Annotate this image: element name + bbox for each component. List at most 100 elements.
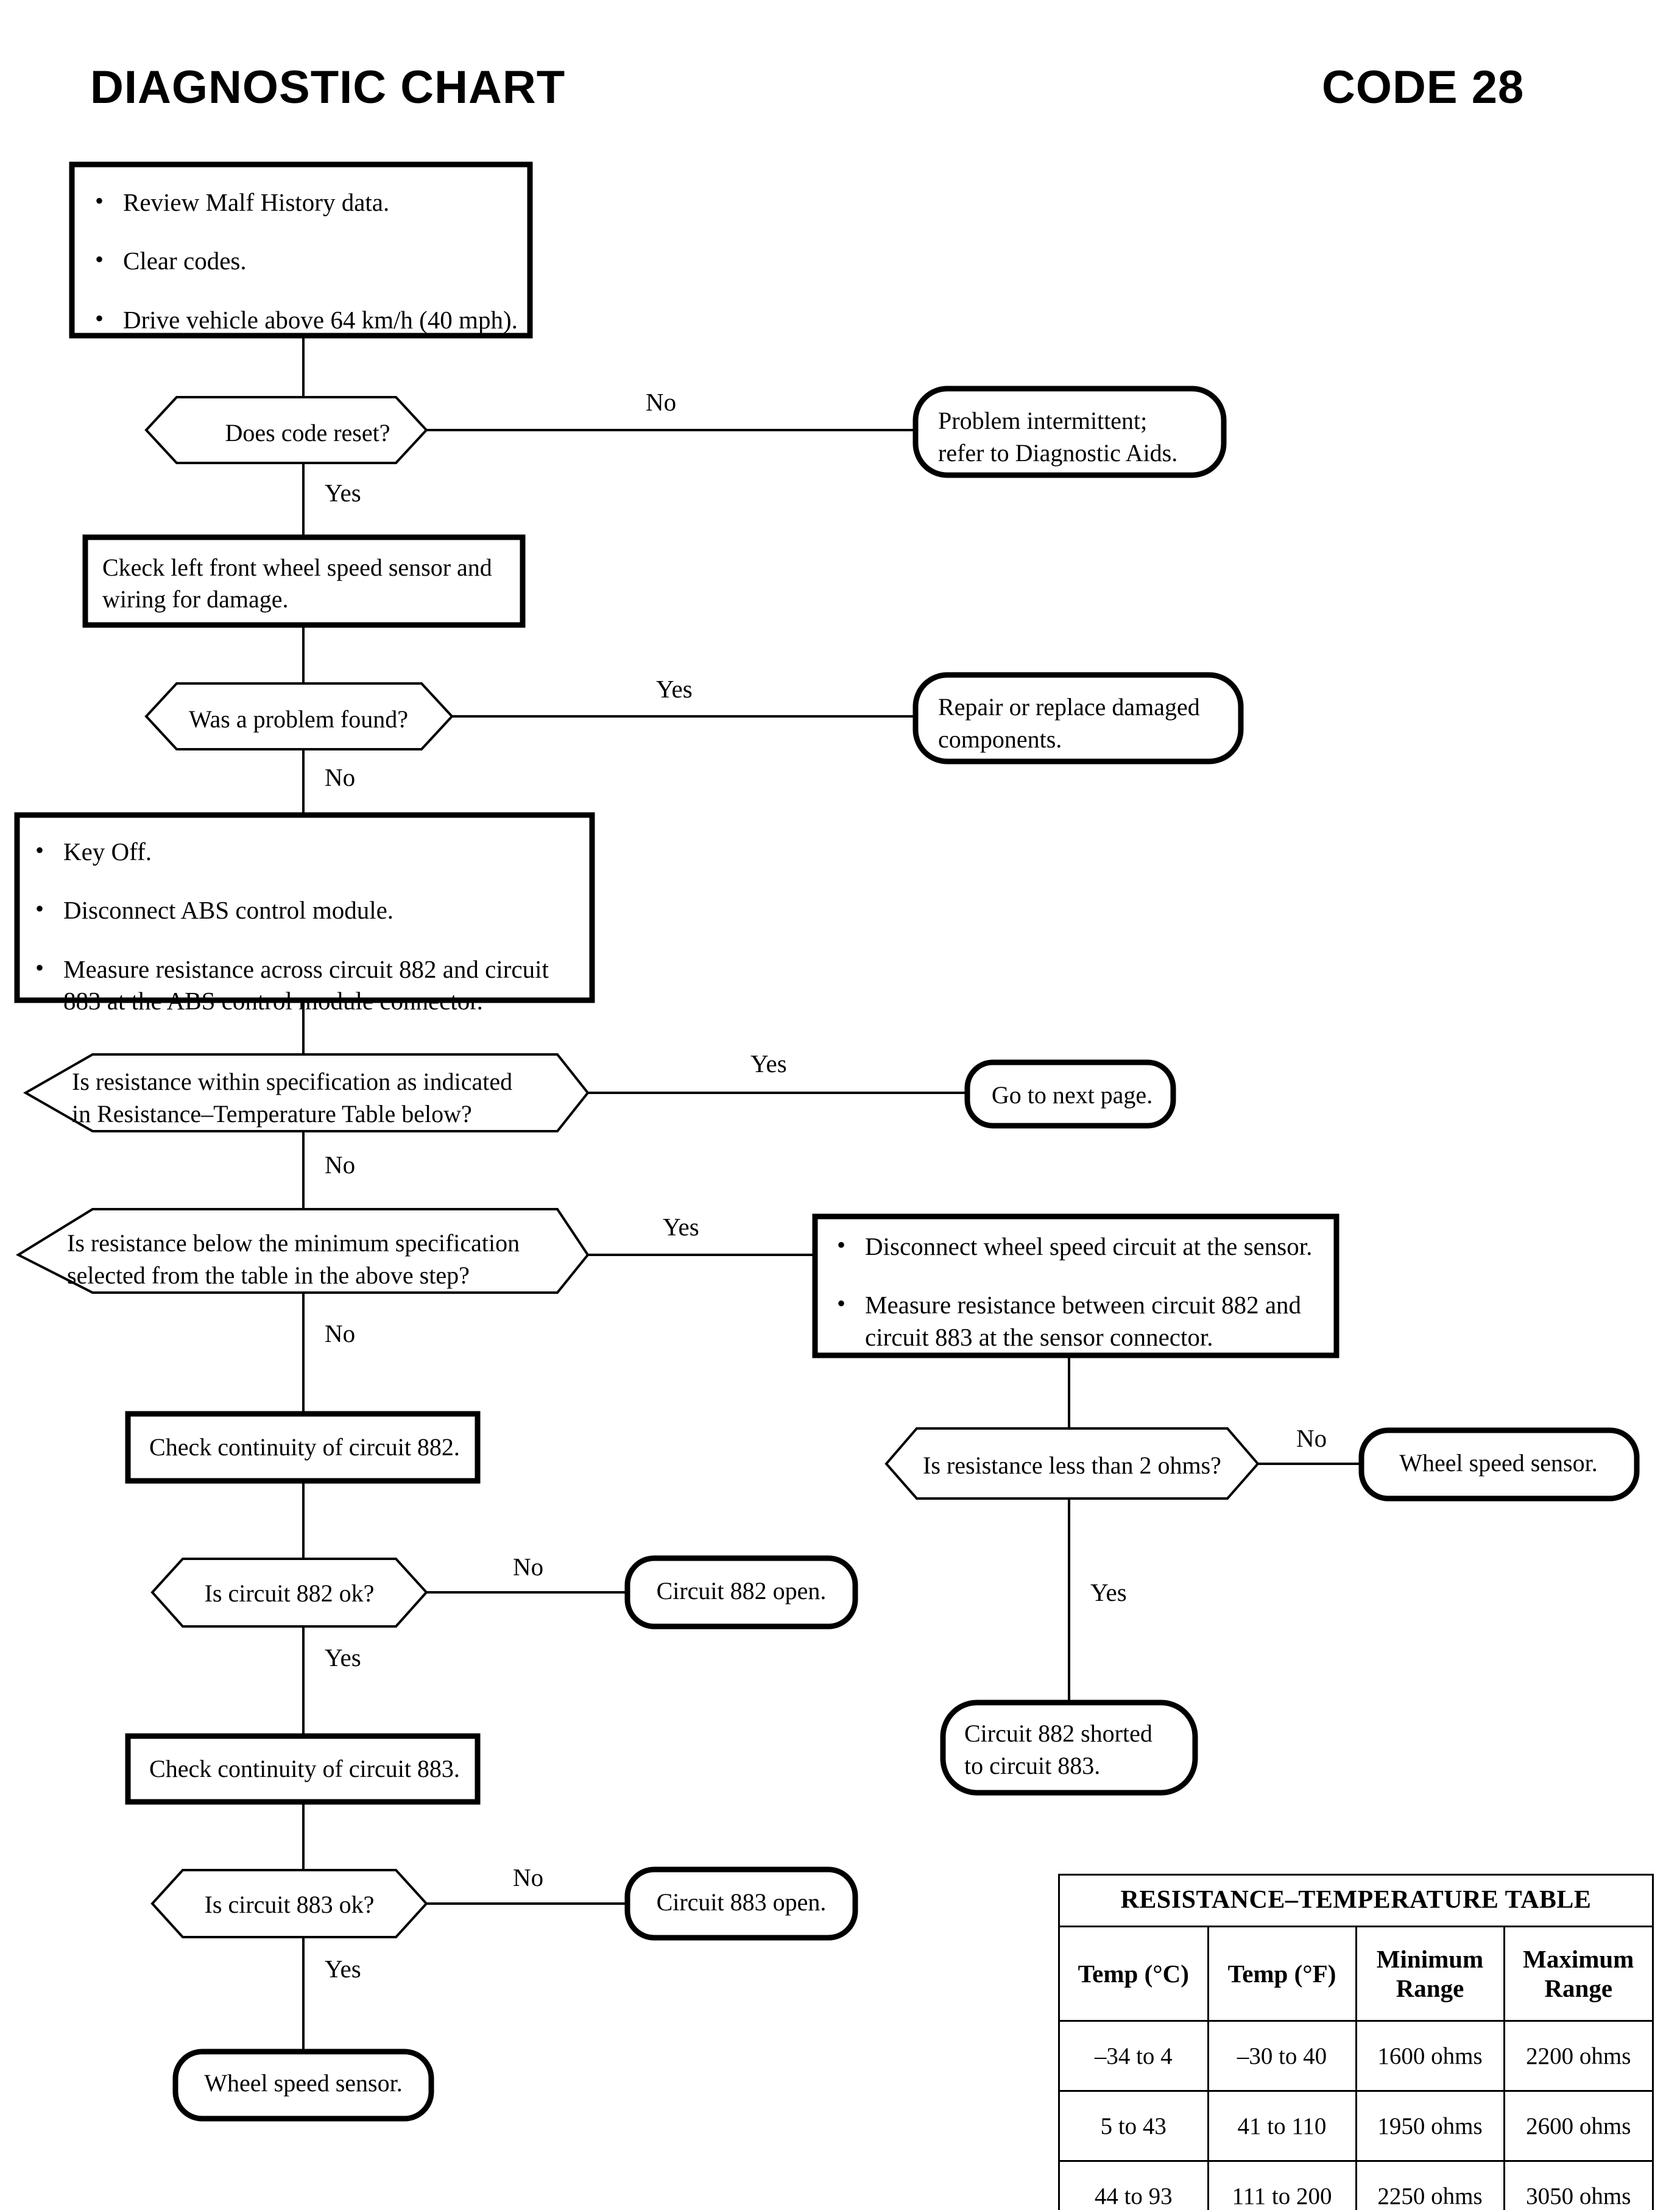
- cell-temp-f: –30 to 40: [1207, 2021, 1357, 2092]
- cell-temp-f: 41 to 110: [1207, 2090, 1357, 2162]
- bullet-item: Review Malf History data.: [91, 185, 518, 218]
- terminal2-line2: components.: [938, 725, 1062, 753]
- process-step4-bullets: Disconnect wheel speed circuit at the se…: [833, 1229, 1327, 1353]
- cell-min-range: 2250 ohms: [1355, 2160, 1505, 2210]
- process-step5-text: Check continuity of circuit 882.: [149, 1433, 460, 1461]
- column-header-temp-c: Temp (°C): [1060, 1926, 1209, 2022]
- terminal4-text: Wheel speed sensor.: [1399, 1449, 1598, 1477]
- terminal1-text: Problem intermittent; refer to Diagnosti…: [938, 405, 1212, 470]
- bullet-item: Drive vehicle above 64 km/h (40 mph).: [91, 303, 518, 336]
- decision3-label: Is resistance within specification as in…: [72, 1066, 559, 1131]
- decision-hexagon-resistance-within-spec: [23, 1053, 590, 1132]
- process-box-check-sensor: [82, 534, 526, 628]
- edge-label-decision2-no: No: [325, 763, 356, 791]
- cell-temp-c: 5 to 43: [1060, 2090, 1209, 2162]
- bullet-item: Measure resistance between circuit 882 a…: [833, 1288, 1327, 1353]
- decision3-line1: Is resistance within specification as in…: [72, 1068, 513, 1095]
- decision-hexagon-resistance-below-minimum: [15, 1208, 590, 1294]
- step2-line2: wiring for damage.: [102, 585, 289, 613]
- edge-label-decision6-yes: Yes: [325, 1643, 361, 1672]
- process-box-check-continuity-882: [125, 1411, 481, 1484]
- table-header-row: Temp (°C) Temp (°F) Minimum Range Maximu…: [1060, 1926, 1652, 2022]
- edge-label-decision1-yes: Yes: [325, 479, 361, 507]
- decision5-label: Is resistance less than 2 ohms?: [923, 1452, 1221, 1479]
- bullet-item: Measure resistance across circuit 882 an…: [32, 952, 568, 1017]
- decision4-label: Is resistance below the minimum specific…: [67, 1227, 566, 1292]
- process-step2-text: Ckeck left front wheel speed sensor and …: [102, 552, 517, 615]
- decision4-line2: selected from the table in the above ste…: [67, 1261, 470, 1289]
- terminal8-text: Wheel speed sensor.: [204, 2069, 403, 2097]
- decision-hexagon-resistance-less-2-ohms: [884, 1427, 1260, 1500]
- terminal-repair-replace: [912, 672, 1244, 764]
- process-step1-bullets: Review Malf History data. Clear codes. D…: [91, 185, 518, 336]
- col3-l1: Maximum: [1523, 1944, 1634, 1973]
- cell-min-range: 1600 ohms: [1355, 2021, 1505, 2092]
- cell-max-range: 2600 ohms: [1503, 2090, 1652, 2162]
- col0-l2: Temp (°C): [1078, 1959, 1189, 1988]
- col1-l2: Temp (°F): [1227, 1959, 1336, 1988]
- terminal-circuit-882-shorted: [940, 1700, 1198, 1796]
- column-header-minimum-range: Minimum Range: [1355, 1926, 1505, 2022]
- decision4-line1: Is resistance below the minimum specific…: [67, 1229, 520, 1257]
- process-box-check-continuity-883: [125, 1733, 481, 1805]
- bullet-item: Key Off.: [32, 835, 568, 867]
- terminal1-line2: refer to Diagnostic Aids.: [938, 439, 1178, 467]
- decision2-label: Was a problem found?: [189, 705, 408, 733]
- edge-label-decision3-no: No: [325, 1151, 356, 1179]
- terminal-circuit-883-open: [624, 1866, 858, 1941]
- terminal6-text: Circuit 882 shorted to circuit 883.: [964, 1718, 1196, 1782]
- cell-max-range: 3050 ohms: [1503, 2160, 1652, 2210]
- step4-bullet2-line2: circuit 883 at the sensor connector.: [865, 1322, 1213, 1351]
- col2-l1: Minimum: [1376, 1944, 1484, 1973]
- decision-hexagon-does-code-reset: [144, 396, 428, 464]
- page-title: DIAGNOSTIC CHART: [90, 62, 566, 113]
- terminal2-line1: Repair or replace damaged: [938, 693, 1200, 721]
- table-row: 5 to 43 41 to 110 1950 ohms 2600 ohms: [1060, 2090, 1652, 2162]
- table-title-row: RESISTANCE–TEMPERATURE TABLE: [1060, 1876, 1652, 1927]
- step3-bullet3-line2: 883 at the ABS control module connector.: [63, 987, 483, 1015]
- step4-bullet2-line1: Measure resistance between circuit 882 a…: [865, 1291, 1302, 1319]
- cell-max-range: 2200 ohms: [1503, 2021, 1652, 2092]
- table-row: 44 to 93 111 to 200 2250 ohms 3050 ohms: [1060, 2160, 1652, 2210]
- code-label: CODE 28: [1322, 62, 1525, 113]
- edge-label-decision4-no: No: [325, 1319, 356, 1347]
- col2-l2: Range: [1396, 1974, 1464, 2002]
- decision1-label: Does code reset?: [225, 419, 390, 447]
- terminal5-text: Circuit 882 open.: [656, 1577, 827, 1605]
- decision6-label: Is circuit 882 ok?: [204, 1580, 375, 1607]
- edge-label-decision2-yes: Yes: [656, 675, 693, 703]
- decision-hexagon-circuit-882-ok: [150, 1558, 428, 1628]
- process-step3-bullets: Key Off. Disconnect ABS control module. …: [32, 835, 568, 1017]
- terminal3-text: Go to next page.: [991, 1081, 1153, 1109]
- bullet-item: Disconnect wheel speed circuit at the se…: [833, 1229, 1327, 1262]
- bullet-item: Disconnect ABS control module.: [32, 893, 568, 926]
- edge-label-decision7-no: No: [513, 1863, 544, 1891]
- connector-lines: [302, 336, 1361, 2052]
- decision-hexagon-circuit-883-ok: [150, 1869, 428, 1938]
- column-header-temp-f: Temp (°F): [1207, 1926, 1357, 2022]
- bullet-item: Clear codes.: [91, 244, 518, 277]
- decision3-line2: in Resistance–Temperature Table below?: [72, 1100, 472, 1128]
- cell-temp-c: –34 to 4: [1060, 2021, 1209, 2092]
- terminal6-line2: to circuit 883.: [964, 1751, 1101, 1779]
- process-step6-text: Check continuity of circuit 883.: [149, 1755, 460, 1782]
- terminal2-text: Repair or replace damaged components.: [938, 691, 1230, 756]
- col3-l2: Range: [1544, 1974, 1613, 2002]
- cell-temp-f: 111 to 200: [1207, 2160, 1357, 2210]
- step2-line1: Ckeck left front wheel speed sensor and: [102, 554, 492, 581]
- edge-label-decision4-yes: Yes: [663, 1213, 699, 1241]
- cell-min-range: 1950 ohms: [1355, 2090, 1505, 2162]
- terminal7-text: Circuit 883 open.: [656, 1888, 827, 1916]
- terminal-wheel-speed-sensor-bottom: [172, 2049, 434, 2122]
- table-row: –34 to 4 –30 to 40 1600 ohms 2200 ohms: [1060, 2021, 1652, 2092]
- decision7-label: Is circuit 883 ok?: [204, 1891, 375, 1918]
- terminal-go-to-next-page: [964, 1059, 1176, 1129]
- resistance-temperature-table: RESISTANCE–TEMPERATURE TABLE Temp (°C) T…: [1060, 1876, 1652, 2210]
- cell-temp-c: 44 to 93: [1060, 2160, 1209, 2210]
- edge-label-decision7-yes: Yes: [325, 1955, 361, 1983]
- terminal-wheel-speed-sensor-right: [1358, 1427, 1640, 1502]
- resistance-temperature-table-wrapper: RESISTANCE–TEMPERATURE TABLE Temp (°C) T…: [1058, 1874, 1654, 2210]
- edge-label-decision5-yes: Yes: [1090, 1578, 1127, 1606]
- edge-label-decision6-no: No: [513, 1553, 544, 1581]
